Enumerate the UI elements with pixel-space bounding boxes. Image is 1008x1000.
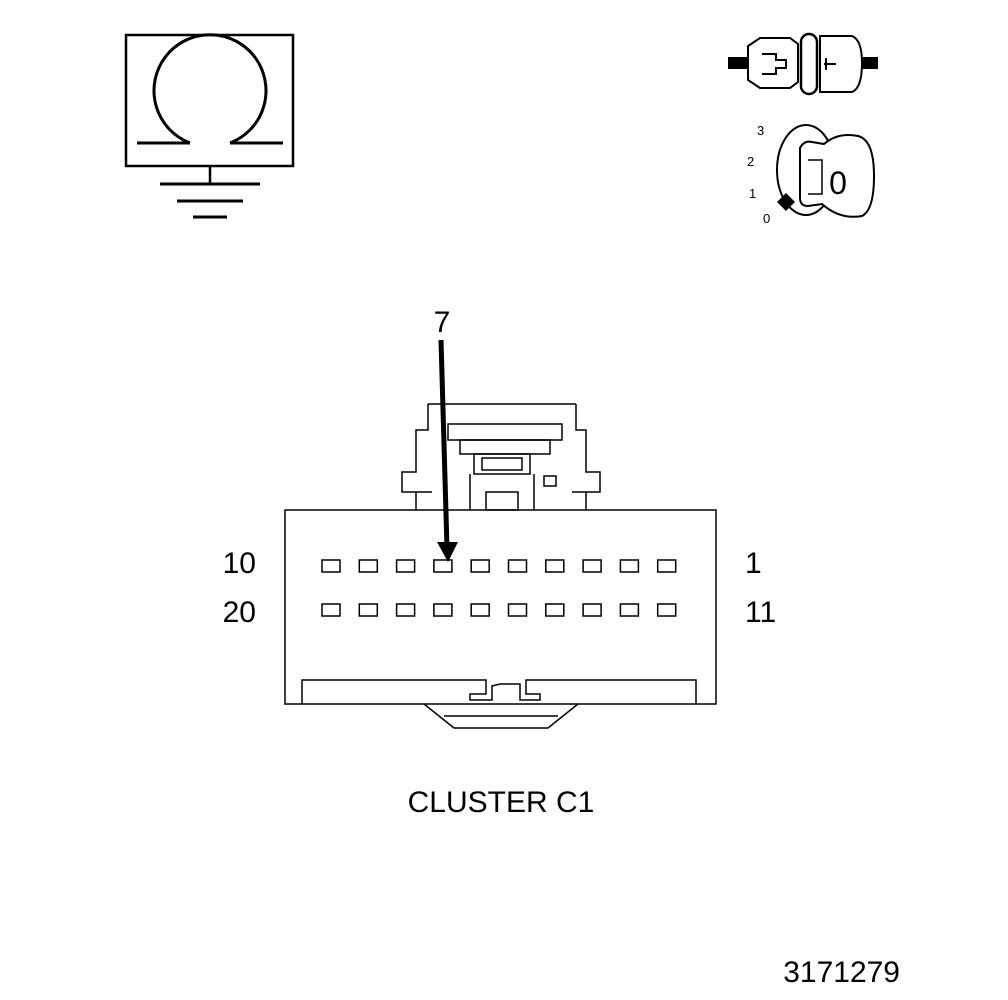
ground-icon	[160, 182, 260, 219]
row2-right-label: 11	[745, 596, 776, 629]
pin-cavity	[545, 603, 565, 617]
pin-cavity	[582, 559, 602, 573]
pin-cavity	[656, 559, 677, 573]
key-position-3: 3	[757, 123, 764, 138]
pin-cavity	[545, 559, 565, 573]
key-position-0: 0	[763, 211, 770, 226]
ohmmeter-icon	[124, 33, 295, 184]
pin-callout-label: 7	[434, 306, 451, 339]
pin-cavity	[507, 603, 528, 617]
figure-id: 3171279	[783, 956, 900, 989]
pin-grid	[321, 559, 677, 617]
pin-cavity	[321, 603, 341, 617]
key-label: 0	[829, 165, 847, 201]
pin-cavity	[395, 603, 416, 617]
pin-cavity	[395, 559, 416, 573]
row1-right-label: 1	[745, 547, 762, 580]
pin-cavity	[507, 559, 528, 573]
pin-cavity	[321, 559, 341, 573]
pin-cavity	[433, 559, 453, 573]
row2-left-label: 20	[223, 596, 256, 629]
pin-cavity	[470, 559, 490, 573]
pin-cavity	[358, 603, 379, 617]
connector-body	[284, 403, 717, 729]
pin-cavity	[433, 603, 453, 617]
pin-callout-arrow	[437, 339, 458, 562]
connector-disconnect-icon	[728, 32, 878, 96]
pin-cavity	[358, 559, 379, 573]
pin-cavity	[470, 603, 490, 617]
key-position-1: 1	[749, 186, 756, 201]
key-position-2: 2	[747, 154, 754, 169]
pin-cavity	[619, 559, 640, 573]
ignition-key-icon: 3 2 1 0 0	[747, 123, 876, 226]
connector-title: CLUSTER C1	[408, 786, 595, 819]
pin-cavity	[619, 603, 640, 617]
pin-cavity	[656, 603, 677, 617]
row1-left-label: 10	[223, 547, 256, 580]
pin-cavity	[582, 603, 602, 617]
